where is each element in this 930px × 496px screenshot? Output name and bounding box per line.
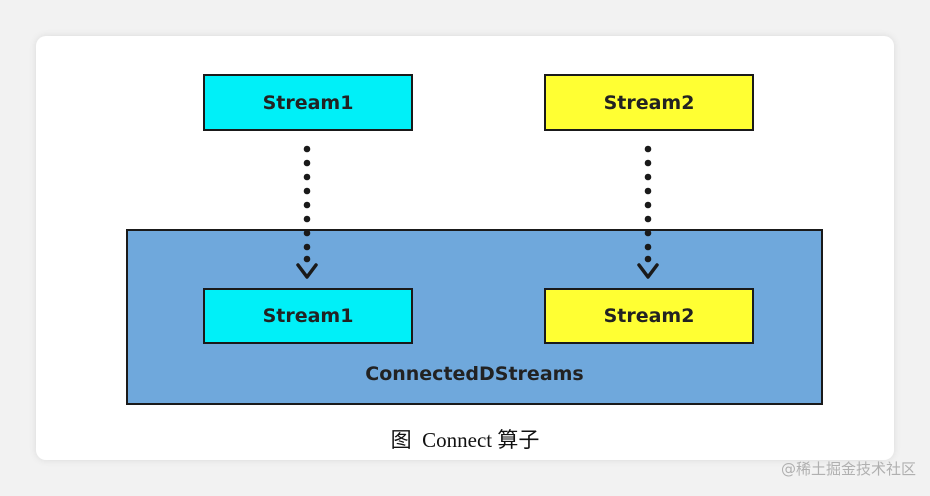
stream1-connected-box: Stream1 [203,288,413,344]
figure-caption: 图 Connect 算子 [390,428,540,452]
stream2-connected-label: Stream2 [603,305,695,327]
stream2-dotted-arrow [637,145,659,279]
connected-dstreams-label: ConnectedDStreams [365,363,584,385]
stream1-input-label: Stream1 [262,91,354,114]
stream1-input-box: Stream1 [203,74,413,131]
watermark: @稀土掘金技术社区 [780,460,916,478]
stream2-connected-box: Stream2 [544,288,754,344]
stream1-connected-label: Stream1 [262,305,354,327]
stream2-input-label: Stream2 [603,91,695,114]
stream1-dotted-arrow [296,145,318,279]
stream2-input-box: Stream2 [544,74,754,131]
